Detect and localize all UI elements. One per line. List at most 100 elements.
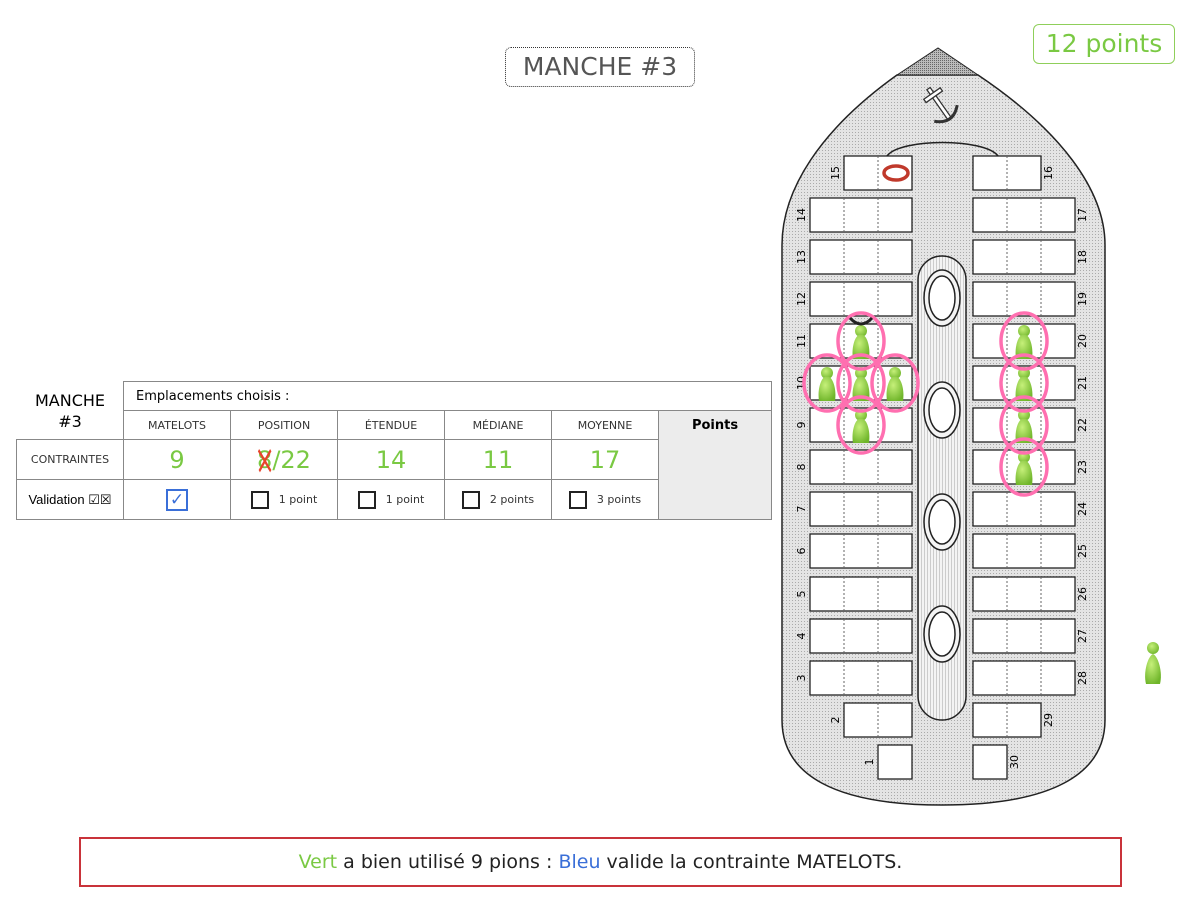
highlight-circle bbox=[836, 311, 886, 371]
points-header: Points bbox=[691, 418, 739, 433]
validation-label: Validation ☑☒ bbox=[16, 479, 124, 520]
constraints-label: CONTRAINTES bbox=[16, 439, 124, 480]
chosen-table: Emplacements choisis : MATELOTS POSITION… bbox=[122, 381, 773, 520]
highlight-circle bbox=[999, 353, 1049, 413]
slot-3[interactable]: 3 bbox=[795, 660, 913, 696]
slot-number: 2 bbox=[829, 717, 842, 724]
slot-number: 23 bbox=[1076, 460, 1089, 474]
highlight-circle bbox=[836, 353, 886, 413]
validation-moyenne[interactable]: 3 points bbox=[551, 479, 659, 520]
slot-number: 25 bbox=[1076, 544, 1089, 558]
slot-number: 26 bbox=[1076, 587, 1089, 601]
slot-2[interactable]: 2 bbox=[829, 702, 913, 738]
manche-label-line2: #3 bbox=[58, 412, 82, 431]
slot-5[interactable]: 5 bbox=[795, 576, 913, 612]
slot-15[interactable]: 15 bbox=[829, 155, 913, 191]
slot-1[interactable]: 1 bbox=[863, 744, 913, 780]
slot-number: 22 bbox=[1076, 418, 1089, 432]
slot-6[interactable]: 6 bbox=[795, 533, 913, 569]
anchor-icon bbox=[922, 86, 959, 124]
highlight-circle bbox=[999, 395, 1049, 455]
slot-30[interactable]: 30 bbox=[972, 744, 1021, 780]
slot-number: 4 bbox=[795, 633, 808, 640]
slot-number: 28 bbox=[1076, 671, 1089, 685]
status-message: Vert a bien utilisé 9 pions : Bleu valid… bbox=[79, 837, 1122, 887]
slot-number: 20 bbox=[1076, 334, 1089, 348]
slot-18[interactable]: 18 bbox=[972, 239, 1089, 275]
constraint-moyenne: 17 bbox=[551, 439, 659, 480]
highlight-circle bbox=[802, 353, 852, 413]
slot-number: 7 bbox=[795, 506, 808, 513]
header-matelots: MATELOTS bbox=[123, 410, 231, 440]
checkbox-icon[interactable] bbox=[568, 490, 587, 509]
slot-number: 8 bbox=[795, 464, 808, 471]
slot-12[interactable]: 12 bbox=[795, 281, 913, 317]
slot-7[interactable]: 7 bbox=[795, 491, 913, 527]
checkbox-checked-icon[interactable]: ✓ bbox=[166, 488, 188, 511]
pawn[interactable] bbox=[852, 325, 870, 359]
slot-27[interactable]: 27 bbox=[972, 618, 1089, 654]
slot-number: 1 bbox=[863, 759, 876, 766]
slot-number: 27 bbox=[1076, 629, 1089, 643]
boat-bow bbox=[895, 47, 980, 76]
slot-number: 29 bbox=[1042, 713, 1055, 727]
score-badge: 12 points bbox=[1033, 24, 1175, 64]
slot-number: 16 bbox=[1042, 166, 1055, 180]
porthole-icon bbox=[923, 605, 961, 663]
manche-label: MANCHE #3 bbox=[20, 390, 120, 432]
checkbox-icon[interactable] bbox=[461, 490, 480, 509]
slot-29[interactable]: 29 bbox=[972, 702, 1055, 738]
header-moyenne: MOYENNE bbox=[551, 410, 659, 440]
slot-26[interactable]: 26 bbox=[972, 576, 1089, 612]
constraint-mediane: 11 bbox=[444, 439, 552, 480]
pawn[interactable] bbox=[852, 409, 870, 443]
porthole-icon bbox=[923, 269, 961, 327]
slot-28[interactable]: 28 bbox=[972, 660, 1089, 696]
slot-number: 9 bbox=[795, 422, 808, 429]
slot-number: 17 bbox=[1076, 208, 1089, 222]
slot-13[interactable]: 13 bbox=[795, 239, 913, 275]
slot-24[interactable]: 24 bbox=[972, 491, 1089, 527]
slot-8[interactable]: 8 bbox=[795, 449, 913, 485]
highlight-circle bbox=[999, 311, 1049, 371]
pawn[interactable] bbox=[1015, 325, 1033, 359]
slot-number: 11 bbox=[795, 334, 808, 348]
validation-matelots[interactable]: ✓ bbox=[123, 479, 231, 520]
validation-position[interactable]: 1 point bbox=[230, 479, 338, 520]
pawn[interactable] bbox=[886, 367, 904, 401]
position-total: /22 bbox=[272, 445, 311, 474]
constraint-matelots: 9 bbox=[123, 439, 231, 480]
points-column: Points bbox=[657, 410, 773, 520]
slot-16[interactable]: 16 bbox=[972, 155, 1055, 191]
slot-4[interactable]: 4 bbox=[795, 618, 913, 654]
porthole-icon bbox=[923, 381, 961, 439]
highlight-circle bbox=[836, 395, 886, 455]
slot-number: 21 bbox=[1076, 376, 1089, 390]
slot-number: 30 bbox=[1008, 755, 1021, 769]
slot-number: 24 bbox=[1076, 502, 1089, 516]
slot-number: 12 bbox=[795, 292, 808, 306]
header-mediane: MÉDIANE bbox=[444, 410, 552, 440]
round-title: MANCHE #3 bbox=[505, 47, 695, 87]
porthole-icon bbox=[923, 493, 961, 551]
slot-number: 13 bbox=[795, 250, 808, 264]
checkbox-icon[interactable] bbox=[357, 490, 376, 509]
validator-name: Bleu bbox=[558, 851, 601, 873]
checkbox-icon[interactable] bbox=[250, 490, 269, 509]
highlight-circle bbox=[999, 437, 1049, 497]
validation-etendue[interactable]: 1 point bbox=[337, 479, 445, 520]
validation-mediane[interactable]: 2 points bbox=[444, 479, 552, 520]
highlight-circle bbox=[870, 353, 920, 413]
crossed-digit: 8 bbox=[257, 446, 272, 474]
player-name: Vert bbox=[298, 851, 338, 873]
slot-17[interactable]: 17 bbox=[972, 197, 1089, 233]
pawn[interactable] bbox=[1015, 451, 1033, 485]
spare-pawn[interactable] bbox=[1145, 642, 1161, 684]
pawn[interactable] bbox=[818, 367, 836, 401]
slot-number: 6 bbox=[795, 548, 808, 555]
constraint-position: 8/22 bbox=[230, 439, 338, 480]
slot-25[interactable]: 25 bbox=[972, 533, 1089, 569]
slot-14[interactable]: 14 bbox=[795, 197, 913, 233]
slot-19[interactable]: 19 bbox=[972, 281, 1089, 317]
central-walkway bbox=[917, 255, 967, 721]
